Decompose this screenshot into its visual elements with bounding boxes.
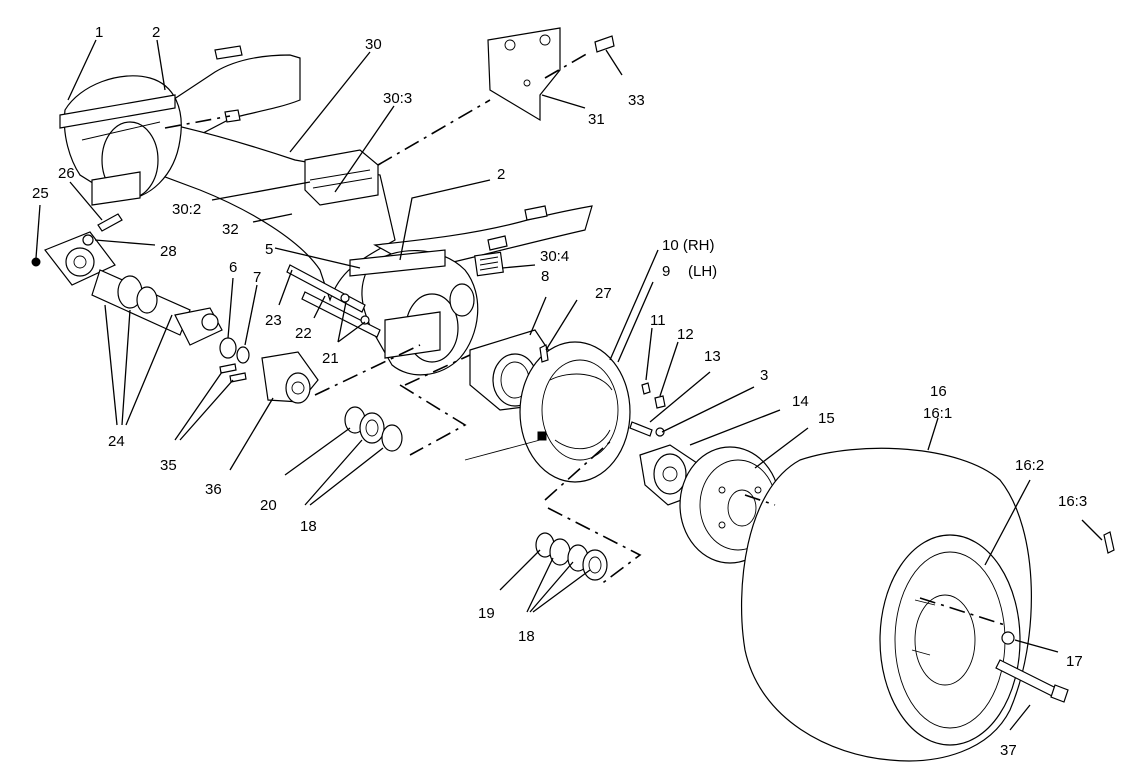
- callout-3: 3: [760, 367, 768, 384]
- screw: [97, 213, 123, 232]
- callout-31: 31: [588, 111, 605, 128]
- washer: [82, 234, 94, 246]
- callout-13: 13: [704, 348, 721, 365]
- callout-12: 12: [677, 326, 694, 343]
- callout-7: 7: [253, 269, 261, 286]
- callout-20: 20: [260, 497, 277, 514]
- callout-2: 2: [497, 166, 505, 183]
- callout-5: 5: [265, 241, 273, 258]
- callout-1: 1: [95, 24, 103, 41]
- callout-21: 21: [322, 350, 339, 367]
- callout-11: 11: [650, 312, 666, 329]
- leader-lines: [35, 39, 1103, 731]
- callout-8: 8: [541, 268, 549, 285]
- hub-hardware: [629, 382, 666, 437]
- mount-bracket: [487, 27, 561, 122]
- bearings-upper: [344, 406, 403, 452]
- washer: [219, 337, 237, 359]
- callout-33: 33: [628, 92, 645, 109]
- callout-36: 36: [205, 481, 222, 498]
- callout-10-rh: 10 (RH): [662, 237, 715, 254]
- callout-14: 14: [792, 393, 809, 410]
- callout-30: 30: [365, 36, 382, 53]
- callout-19: 19: [478, 605, 495, 622]
- callout-27: 27: [595, 285, 612, 302]
- brake-assembly: [464, 341, 631, 483]
- callout-35: 35: [160, 457, 177, 474]
- callout-18: 18: [518, 628, 535, 645]
- callout-23: 23: [265, 312, 282, 329]
- callout-labels: 1 2 30 30:3 33 31 26 25 28 30:2 32 2 5 3…: [32, 24, 1087, 759]
- center-lines: [164, 51, 1006, 626]
- callout-18: 18: [300, 518, 317, 535]
- axle-housing: [59, 45, 593, 376]
- drive-shaft-assembly: [44, 231, 223, 346]
- callout-22: 22: [295, 325, 312, 342]
- nut: [31, 257, 41, 267]
- callout-32: 32: [222, 221, 239, 238]
- wheel-tire: [741, 447, 1115, 762]
- callout-16-3: 16:3: [1058, 493, 1087, 510]
- callout-2: 2: [152, 24, 160, 41]
- callout-15: 15: [818, 410, 835, 427]
- callout-24: 24: [108, 433, 125, 450]
- callout-17: 17: [1066, 653, 1083, 670]
- lug-bolt-head: [1050, 684, 1069, 703]
- callout-9-lh: (LH): [688, 263, 717, 280]
- callout-25: 25: [32, 185, 49, 202]
- bolt: [594, 35, 615, 53]
- bearings-lower: [535, 532, 608, 581]
- callout-26: 26: [58, 165, 75, 182]
- callout-16: 16: [930, 383, 947, 400]
- callout-30-2: 30:2: [172, 201, 201, 218]
- callout-37: 37: [1000, 742, 1017, 759]
- callout-16-1: 16:1: [923, 405, 952, 422]
- callout-28: 28: [160, 243, 177, 260]
- washer: [236, 346, 250, 364]
- bearing-housing: [219, 351, 319, 404]
- callout-30-4: 30:4: [540, 248, 569, 265]
- callout-6: 6: [229, 259, 237, 276]
- callout-9: 9: [662, 263, 670, 280]
- callout-30-3: 30:3: [383, 90, 412, 107]
- callout-16-2: 16:2: [1015, 457, 1044, 474]
